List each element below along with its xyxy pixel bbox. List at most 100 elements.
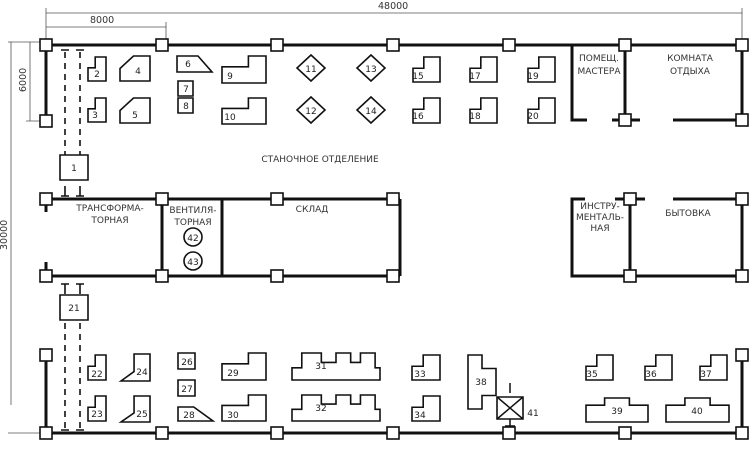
machine-43[interactable]: 43 (183, 251, 203, 271)
room-label-tool-1: ИНСТРУ- (580, 202, 619, 212)
machine-17[interactable]: 17 (469, 56, 498, 83)
dimension-total-length: 48000 (378, 1, 408, 12)
column-marker (155, 38, 169, 52)
machine-number: 13 (365, 65, 376, 75)
machine-20[interactable]: 20 (527, 97, 556, 124)
column-marker (502, 38, 516, 52)
machine-shape (177, 80, 194, 97)
machine-number: 29 (227, 369, 239, 379)
machine-number: 24 (136, 368, 148, 378)
machine-28[interactable]: 28 (177, 406, 216, 422)
column-marker (618, 426, 632, 440)
machine-number: 21 (68, 304, 79, 314)
machine-shape (291, 352, 381, 381)
machine-3[interactable]: 3 (87, 97, 107, 123)
machine-number: 38 (475, 378, 487, 388)
room-label-foreman-2: МАСТЕРА (578, 67, 622, 77)
machine-1[interactable]: 1 (59, 154, 89, 181)
room-label-rest-2: ОТДЫХА (670, 67, 711, 77)
machine-34[interactable]: 34 (411, 395, 441, 422)
machine-number: 3 (92, 111, 98, 121)
machine-number: 42 (187, 234, 198, 244)
crane-rails (61, 49, 84, 431)
machine-number: 12 (305, 107, 316, 117)
column-marker (39, 38, 53, 52)
machine-number: 37 (700, 370, 711, 380)
machine-number: 7 (183, 85, 189, 95)
machine-shape (59, 154, 89, 181)
machine-22[interactable]: 22 (87, 354, 107, 381)
machine-33[interactable]: 33 (411, 354, 441, 381)
machine-number: 2 (94, 70, 100, 80)
machine-26[interactable]: 26 (177, 352, 196, 370)
machine-29[interactable]: 29 (221, 352, 267, 381)
machine-number: 8 (183, 102, 189, 112)
machine-32[interactable]: 32 (291, 394, 381, 422)
machine-shape (87, 97, 107, 123)
machine-shape (355, 95, 387, 125)
machine-30[interactable]: 30 (221, 394, 267, 422)
machine-42[interactable]: 42 (183, 227, 203, 247)
machine-38[interactable]: 38 (467, 354, 497, 410)
machine-37[interactable]: 37 (699, 354, 728, 381)
machine-35[interactable]: 35 (585, 354, 614, 381)
machine-number: 18 (469, 112, 481, 122)
machine-7[interactable]: 7 (177, 80, 194, 97)
column-marker (502, 426, 516, 440)
column-marker (270, 426, 284, 440)
machine-27[interactable]: 27 (177, 379, 196, 397)
machine-number: 33 (414, 370, 425, 380)
machine-shape (183, 251, 203, 271)
machine-number: 36 (645, 370, 657, 380)
room-label-rest-1: КОМНАТА (667, 54, 714, 64)
machine-21[interactable]: 21 (59, 294, 89, 321)
machine-2[interactable]: 2 (87, 56, 107, 82)
machine-14[interactable]: 14 (355, 95, 387, 125)
machine-31[interactable]: 31 (291, 352, 381, 381)
machine-5[interactable]: 5 (119, 97, 151, 124)
machine-shape (411, 395, 441, 422)
machine-4[interactable]: 4 (119, 55, 151, 82)
machine-shape (295, 95, 327, 125)
machine-23[interactable]: 23 (87, 395, 107, 422)
machine-shape (527, 97, 556, 124)
dimension-bay-width: 6000 (18, 68, 29, 92)
machine-shape (59, 294, 89, 321)
machine-shape (87, 395, 107, 422)
machine-24[interactable]: 24 (118, 353, 151, 382)
machine-number: 17 (469, 72, 480, 82)
machine-number: 5 (132, 111, 138, 121)
machine-15[interactable]: 15 (412, 56, 441, 83)
room-label-transformer-2: ТОРНАЯ (90, 216, 128, 226)
machine-39[interactable]: 39 (585, 397, 649, 423)
column-marker (39, 348, 53, 362)
machine-shape (644, 354, 673, 381)
machine-18[interactable]: 18 (469, 97, 498, 124)
room-label-warehouse: СКЛАД (296, 205, 329, 215)
column-marker (386, 269, 400, 283)
machine-13[interactable]: 13 (355, 53, 387, 83)
machine-8[interactable]: 8 (177, 97, 194, 114)
machine-19[interactable]: 19 (527, 56, 556, 83)
machine-9[interactable]: 9 (221, 55, 267, 84)
machines: 1234567891011121314151617181920212223242… (59, 53, 730, 427)
machine-41[interactable]: 41 (496, 383, 539, 427)
machine-10[interactable]: 10 (221, 97, 267, 125)
column-marker (155, 269, 169, 283)
machine-number: 10 (224, 113, 236, 123)
machine-16[interactable]: 16 (412, 97, 441, 124)
machine-25[interactable]: 25 (118, 395, 151, 423)
room-label-utility: БЫТОВКА (665, 209, 711, 219)
column-marker (623, 192, 637, 206)
machine-40[interactable]: 40 (665, 397, 730, 423)
machine-number: 14 (365, 107, 377, 117)
machine-6[interactable]: 6 (176, 55, 214, 73)
column-marker (155, 192, 169, 206)
column-marker (735, 113, 749, 127)
machine-number: 26 (181, 358, 193, 368)
machine-12[interactable]: 12 (295, 95, 327, 125)
machine-11[interactable]: 11 (295, 53, 327, 83)
machine-shape (467, 354, 497, 410)
machine-36[interactable]: 36 (644, 354, 673, 381)
